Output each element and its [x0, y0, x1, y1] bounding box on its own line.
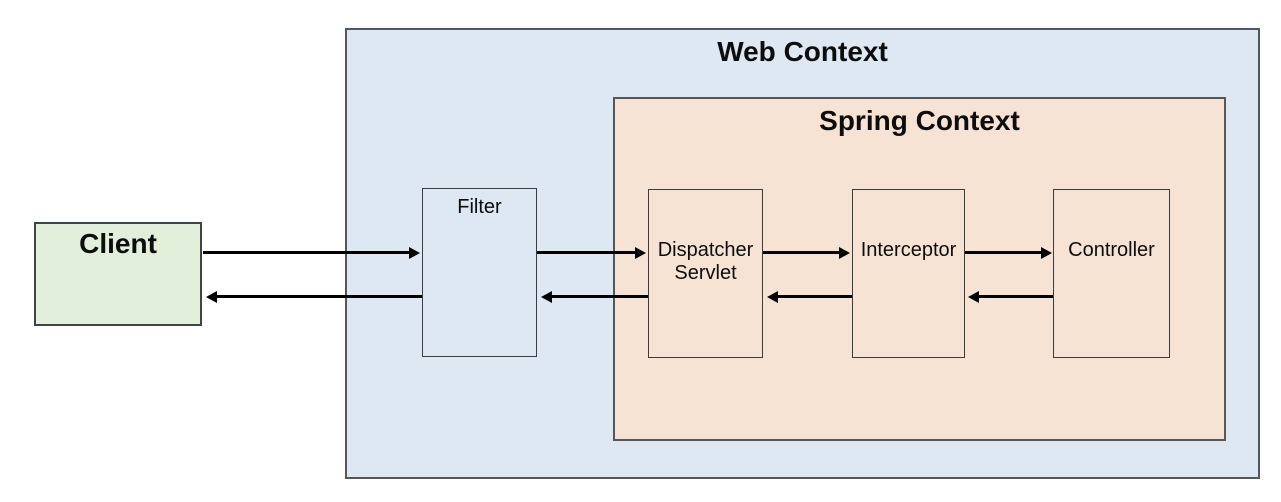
filter-box: Filter: [422, 188, 537, 357]
arrow-filter-to-client-return: [216, 295, 422, 298]
interceptor-label: Interceptor: [860, 239, 957, 261]
web-context-title: Web Context: [717, 36, 888, 67]
controller-label: Controller: [1068, 239, 1155, 261]
client-label: Client: [79, 228, 157, 259]
arrow-dispatcher-servlet-to-interceptor: [763, 251, 840, 254]
arrow-interceptor-to-dispatcher-servlet-return: [777, 295, 852, 298]
arrow-dispatcher-servlet-to-filter-return: [551, 295, 648, 298]
spring-context-title: Spring Context: [819, 105, 1020, 136]
client-box: Client: [34, 222, 202, 326]
filter-label: Filter: [457, 196, 502, 218]
arrow-interceptor-to-controller: [965, 251, 1042, 254]
interceptor-box: Interceptor: [852, 189, 965, 358]
arrow-client-to-filter: [203, 251, 410, 254]
arrow-filter-to-dispatcher-servlet: [537, 251, 636, 254]
arrow-controller-to-interceptor-return: [978, 295, 1053, 298]
controller-box: Controller: [1053, 189, 1170, 358]
dispatcher-servlet-box: Dispatcher Servlet: [648, 189, 763, 358]
dispatcher-servlet-label: Dispatcher Servlet: [657, 239, 754, 284]
